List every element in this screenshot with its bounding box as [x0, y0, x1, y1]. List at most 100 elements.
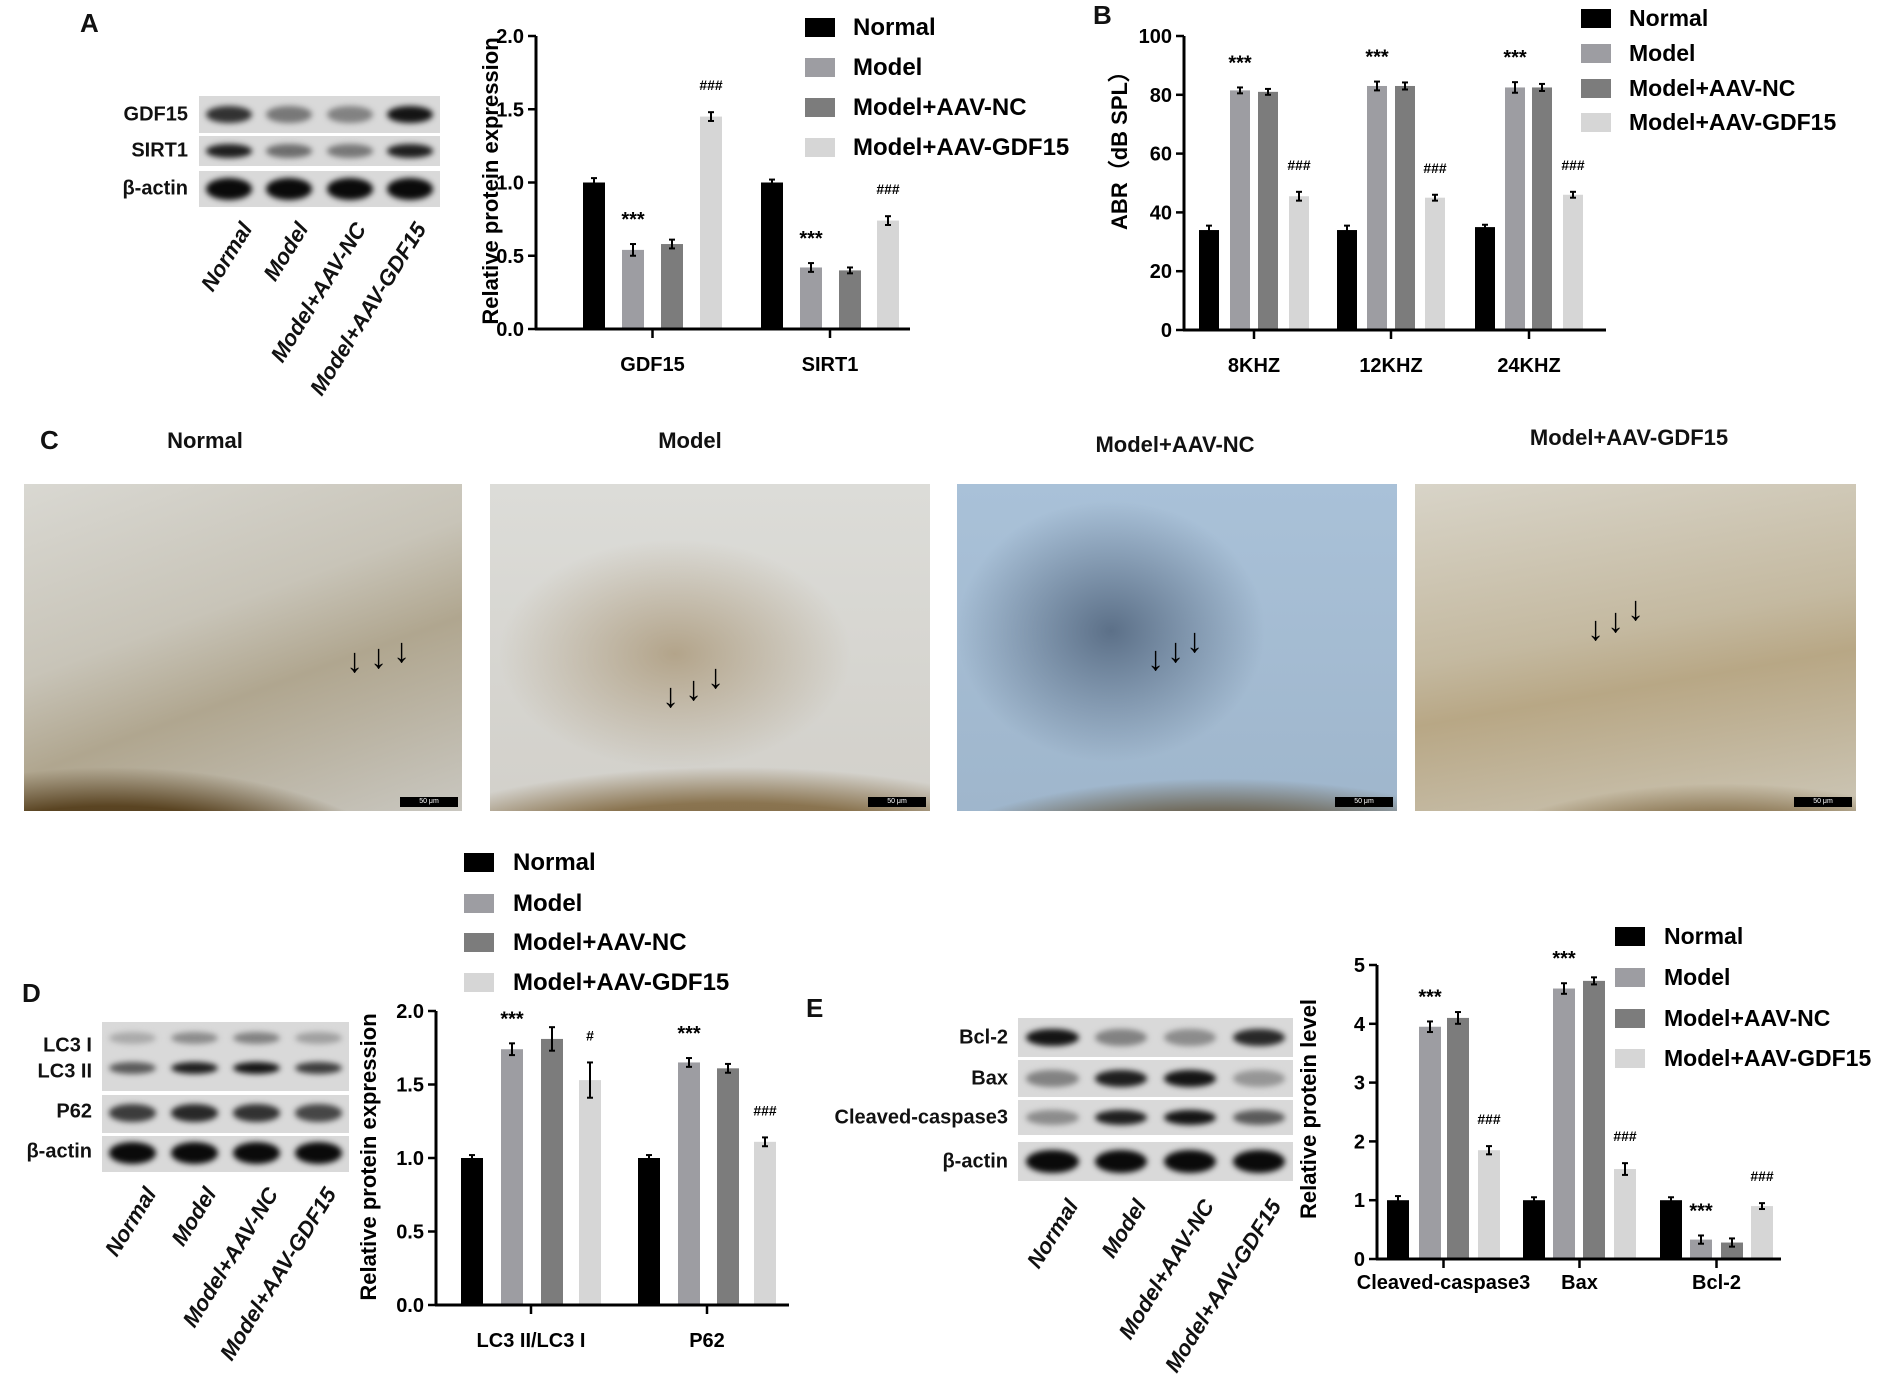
bar — [1751, 1206, 1773, 1258]
arrow-icon: ↓ — [685, 670, 702, 708]
panel-label-a: A — [80, 8, 99, 38]
bar — [1563, 194, 1583, 329]
significance-label: ### — [1423, 160, 1447, 176]
bar — [501, 1049, 523, 1304]
y-tick-label: 0.5 — [496, 246, 524, 268]
micrograph-title: Model — [658, 428, 722, 453]
bar — [1425, 197, 1445, 329]
blot-band — [171, 1032, 219, 1044]
blot-band — [266, 144, 313, 158]
bar — [839, 270, 861, 328]
blot-band — [1232, 1149, 1285, 1174]
y-tick-label: 100 — [1139, 26, 1172, 48]
panel-label-e: E — [806, 993, 824, 1023]
y-tick-label: 1.5 — [396, 1075, 424, 1097]
legend-swatch — [1581, 44, 1611, 63]
bar — [1532, 87, 1552, 329]
y-tick-label: 60 — [1150, 144, 1172, 166]
blot-band — [171, 1104, 219, 1122]
significance-label: *** — [621, 209, 645, 231]
legend-label: Model — [853, 54, 922, 81]
bar — [1387, 1200, 1409, 1258]
x-tick-label: Bax — [1561, 1272, 1598, 1294]
blot-row-label: β-actin — [122, 177, 188, 200]
blot-band — [326, 178, 373, 200]
arrow-icon: ↓ — [346, 642, 363, 680]
blot-band — [171, 1062, 219, 1074]
x-tick-label: 8KHZ — [1228, 355, 1280, 377]
bar — [1583, 980, 1605, 1258]
x-tick-label: 12KHZ — [1359, 355, 1422, 377]
legend-swatch — [464, 933, 494, 952]
blot-band — [1026, 1109, 1079, 1126]
bar — [1505, 87, 1525, 329]
x-tick-label: SIRT1 — [802, 354, 859, 376]
blot-row-label: Cleaved-caspase3 — [834, 1106, 1008, 1128]
y-tick-label: 20 — [1150, 261, 1172, 283]
legend-label: Normal — [513, 849, 596, 876]
y-tick-label: 2.0 — [496, 26, 524, 48]
blot-band — [206, 106, 252, 123]
legend-swatch — [805, 138, 835, 157]
arrow-icon: ↓ — [370, 638, 387, 676]
blot-band — [294, 1062, 342, 1074]
scale-bar: 50 μm — [868, 797, 926, 807]
bar — [761, 182, 783, 328]
bar — [700, 116, 722, 328]
significance-label: *** — [1552, 948, 1576, 970]
blot-row-label: P62 — [56, 1100, 92, 1123]
arrow-icon: ↓ — [1607, 602, 1624, 640]
blot-band — [1232, 1109, 1285, 1126]
y-tick-label: 1.5 — [496, 99, 524, 121]
legend-label: Model — [1664, 964, 1730, 990]
blot-band — [1232, 1070, 1285, 1087]
bar — [1289, 196, 1309, 329]
blot-band — [1232, 1028, 1285, 1047]
bar — [1419, 1026, 1441, 1258]
blot-band — [294, 1142, 342, 1164]
y-tick-label: 3 — [1354, 1073, 1365, 1095]
blot-band — [1095, 1149, 1148, 1174]
bar — [1258, 91, 1278, 329]
legend-label: Model+AAV-NC — [513, 929, 687, 956]
bar — [1721, 1242, 1743, 1258]
arrow-icon: ↓ — [393, 632, 410, 670]
y-axis-title: Relative protein level — [1296, 999, 1321, 1219]
micrograph-model-aav-gdf15: ↓ ↓ ↓ 50 μm — [1415, 484, 1856, 811]
blot-band — [266, 106, 313, 123]
arrow-icon: ↓ — [707, 658, 724, 696]
legend-label: Model+AAV-GDF15 — [853, 134, 1069, 161]
blot-band — [232, 1032, 280, 1044]
arrow-icon: ↓ — [1627, 590, 1644, 628]
bar — [717, 1068, 739, 1304]
blot-band — [109, 1032, 157, 1044]
bar — [678, 1062, 700, 1304]
blot-row-label: β-actin — [942, 1150, 1008, 1172]
y-axis-title: ABR（dB SPL） — [1107, 60, 1132, 230]
legend-label: Model+AAV-NC — [1664, 1005, 1830, 1031]
significance-label: *** — [1365, 47, 1389, 69]
blot-band — [1026, 1070, 1079, 1087]
legend-swatch — [805, 98, 835, 117]
blot-band — [232, 1062, 280, 1074]
blot-row-label: LC3 I — [43, 1034, 92, 1057]
blot-band — [1095, 1070, 1148, 1087]
significance-label: *** — [1418, 986, 1442, 1008]
bar — [1475, 227, 1495, 329]
significance-label: *** — [1228, 52, 1252, 74]
arrow-icon: ↓ — [1147, 640, 1164, 678]
blot-band — [109, 1062, 157, 1074]
blot-band — [206, 178, 252, 200]
legend-label: Normal — [1629, 5, 1708, 31]
y-tick-label: 4 — [1354, 1014, 1366, 1036]
blot-band — [326, 106, 373, 123]
bar — [579, 1080, 601, 1304]
blot-band — [109, 1104, 157, 1122]
bar — [622, 249, 644, 328]
bar — [1230, 90, 1250, 329]
y-tick-label: 2.0 — [396, 1001, 424, 1023]
micrograph-title: Model+AAV-GDF15 — [1529, 425, 1729, 450]
legend-label: Normal — [853, 14, 936, 41]
